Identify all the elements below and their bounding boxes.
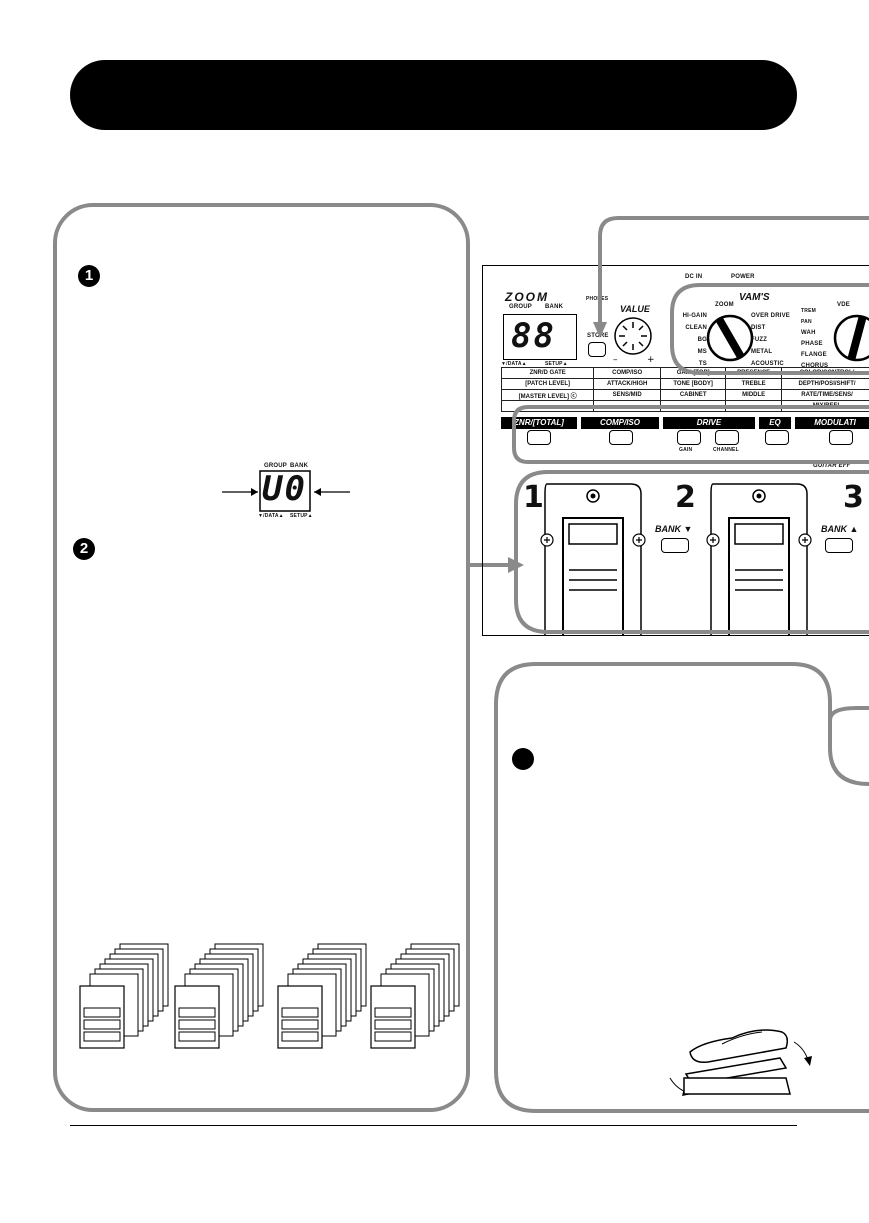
store-button[interactable] [588,342,606,357]
display-right-foot: SETUP▲ [545,361,568,367]
dc-in-label: DC IN [685,274,703,280]
eq-button[interactable] [765,430,789,445]
bank-down-button[interactable] [661,538,689,553]
mini-display: GROUP BANK U0 ▼/DATA▲ SETUP▲ [222,463,352,523]
knob1-left-labels: HI-GAIN CLEAN BG MS TS [682,313,707,367]
value-dial[interactable]: – + [611,314,657,364]
mini-bank-label: BANK [290,463,309,469]
footer-rule [70,1125,797,1126]
knob2[interactable] [833,310,869,366]
bank-down-label: BANK ▼ [655,524,693,534]
knob1[interactable] [705,310,755,366]
store-label: STORE [587,333,609,339]
right-step-dot [512,748,534,770]
display-group-label: GROUP [509,304,533,310]
bank-up-label: BANK ▲ [821,524,859,534]
step-1-badge: 1 [78,265,100,287]
footswitch-2[interactable] [705,478,815,636]
comp-button[interactable] [609,430,633,445]
drive-gain-button[interactable] [677,430,701,445]
section-znr: ZNR/[TOTAL] [501,417,577,429]
modulation-button[interactable] [829,430,853,445]
guitar-effects-label: GUITAR EFF [813,463,851,469]
zoom-logo: ZOOM [505,290,549,304]
display-left-foot: ▼/DATA▲ [501,361,527,367]
pedal-number-3: 3 [843,480,864,515]
section-drive: DRIVE [663,417,755,429]
right-panel [492,660,869,1115]
power-label: POWER [731,274,755,280]
phones-label: PHONES [586,296,609,302]
mini-left-foot: ▼/DATA▲ [258,513,284,519]
drive-channel-button[interactable] [715,430,739,445]
drive-channel-label: CHANNEL [713,447,739,453]
pedal-number-2: 2 [675,480,696,515]
section-eq: EQ [759,417,791,429]
knob2-left-labels: TREM PAN WAH PHASE FLANGE CHORUS [801,308,829,369]
step-2-badge: 2 [73,538,95,560]
title-bar [70,60,797,130]
mini-display-arrows [222,470,350,512]
expression-pedal [669,1029,812,1096]
knob1-right-labels: OVER DRIVE DIST FUZZ METAL ACOUSTIC [751,313,791,367]
bank-up-button[interactable] [825,538,853,553]
svg-text:–: – [613,355,618,364]
section-comp: COMP/ISO [581,417,659,429]
knob2-top-label: VDE [837,302,850,308]
display-value: 88 [511,316,556,356]
footswitch-1[interactable] [539,478,649,636]
bank-folders [78,940,463,1052]
vams-title: VAM'S [739,292,770,303]
mini-group-label: GROUP [264,463,288,469]
display-bank-label: BANK [545,304,564,310]
drive-gain-label: GAIN [679,447,693,453]
knob1-top-label: ZOOM [715,302,734,308]
main-display: GROUP BANK 88 ▼/DATA▲ SETUP▲ [501,304,581,370]
right-panel-frame [494,662,869,1113]
mini-display-value: U0 [262,469,307,509]
mini-right-foot: SETUP▲ [290,513,313,519]
device-panel: DC IN POWER ZOOM GROUP BANK 88 ▼/DATA▲ S… [482,265,869,636]
svg-text:+: + [647,355,655,364]
znr-button[interactable] [527,430,551,445]
section-modulation: MODULATI [795,417,869,429]
value-label: VALUE [620,304,650,314]
bank-folders-art [79,943,460,1049]
